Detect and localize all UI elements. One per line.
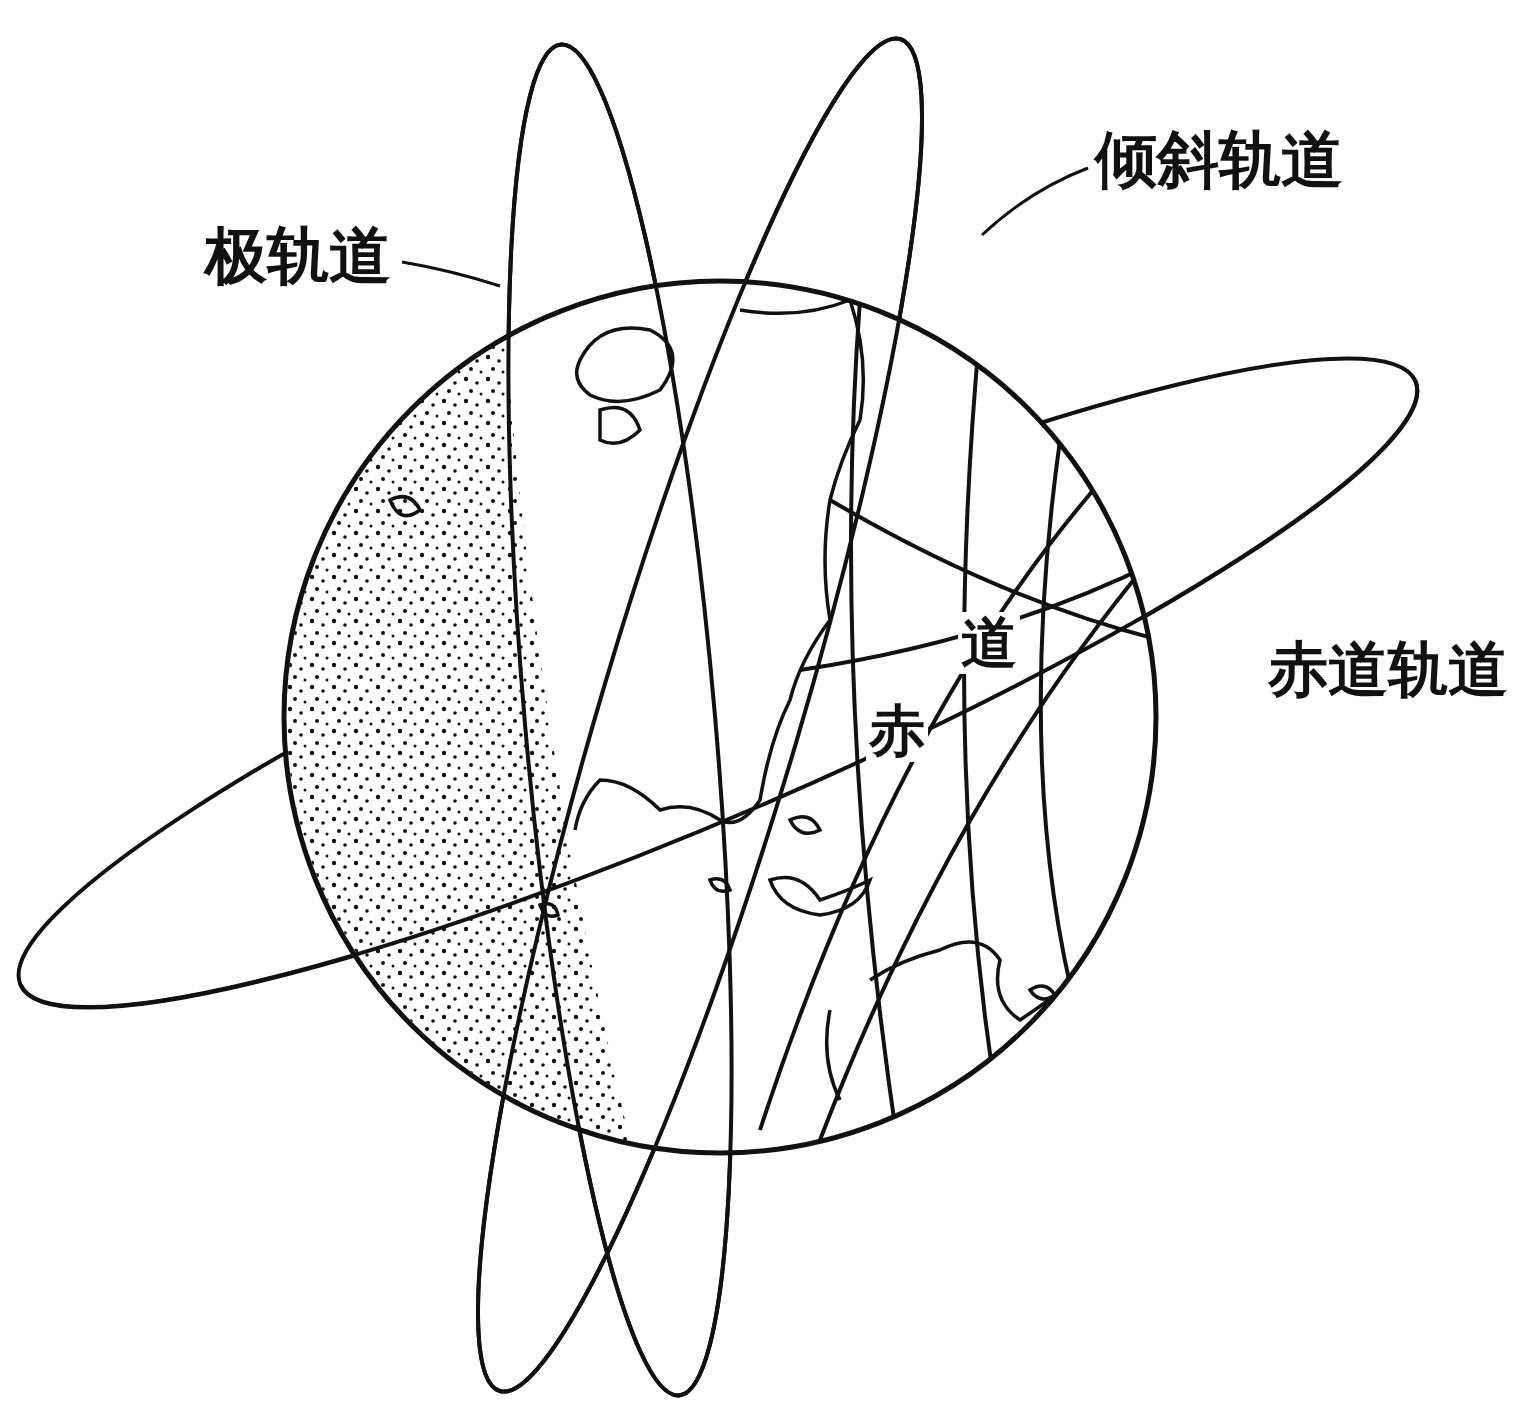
orbit-label: 极轨道: [205, 222, 391, 290]
orbit-label: 倾斜轨道: [1095, 126, 1343, 194]
orbit-back: [0, 11, 1467, 1409]
orbit-front: [21, 11, 1418, 1409]
night-side: [286, 338, 630, 1142]
orbit-label: 赤道轨道: [1268, 636, 1508, 702]
globe-label: 赤: [866, 700, 928, 762]
continent-outlines: [390, 300, 1060, 1100]
globe-grid: [760, 300, 1160, 1160]
leader-line: [402, 168, 1088, 286]
earth-globe: [284, 281, 1156, 1153]
globe-label: 道: [958, 612, 1020, 674]
